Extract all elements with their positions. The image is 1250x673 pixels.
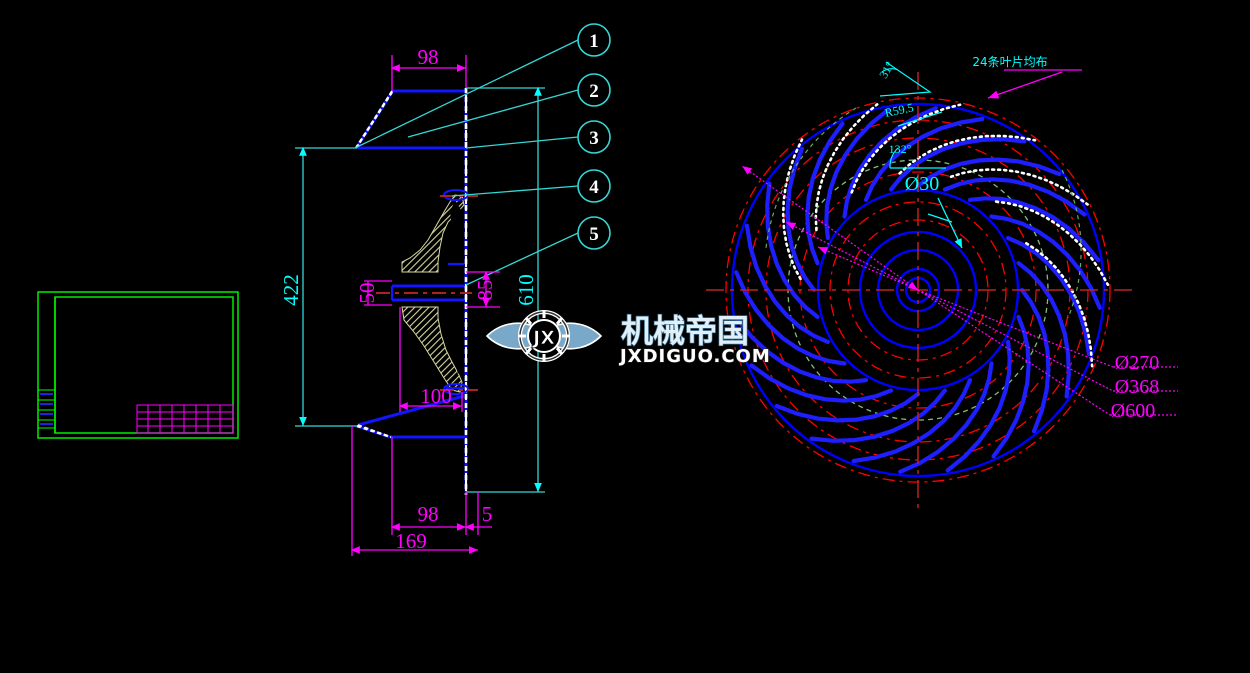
section-hatched-solid-upper: [401, 194, 465, 273]
balloon-callout-3[interactable]: 3: [577, 120, 611, 154]
blade-outline-dotted: [814, 103, 879, 232]
dim-hub-85: 85: [473, 280, 497, 301]
dim-angle-31: 31°: [876, 59, 897, 81]
impeller-blade: [851, 378, 973, 464]
blade-outline-dotted: [949, 168, 1089, 206]
dim-diameter-600: Ø600: [1111, 400, 1155, 422]
dim-width-100: 100: [420, 384, 452, 408]
dim-height-422: 422: [279, 274, 303, 306]
balloon-leader-lines: [354, 39, 579, 286]
balloon-callout-5[interactable]: 5: [577, 216, 611, 250]
plan-centerlines: [706, 72, 1135, 512]
impeller-blade: [765, 181, 820, 319]
dim-610-lines: [466, 86, 545, 493]
section-dimension-texts: 98 422 610 50 85 100 98 5 169: [279, 45, 538, 553]
balloon-callout-4[interactable]: 4: [577, 169, 611, 203]
balloon-number: 2: [589, 81, 599, 102]
plan-green-arcs: [765, 107, 1082, 319]
note-blade-count: 24条叶片均布: [972, 55, 1047, 69]
dim-overall-610: 610: [514, 274, 538, 306]
balloon-circle: [577, 23, 611, 57]
title-block-table: [136, 404, 234, 434]
impeller-blade: [898, 361, 994, 474]
balloon-number: 5: [589, 224, 599, 245]
impeller-blade: [863, 116, 985, 202]
blade-outline-dotted: [994, 200, 1110, 287]
dim-blade-radius: R59.5: [884, 100, 915, 120]
balloon-circle: [577, 73, 611, 107]
impeller-blade: [842, 106, 938, 219]
impeller-blade: [805, 121, 845, 266]
blade-outline-dotted: [898, 134, 1037, 175]
impeller-blade: [774, 391, 921, 423]
impeller-blade: [1019, 287, 1051, 434]
impeller-blade: [889, 137, 1027, 192]
impeller-blade: [991, 314, 1031, 459]
dim-angle-132: 132°: [889, 142, 912, 156]
impeller-blade: [744, 223, 830, 345]
balloon-callout-2[interactable]: 2: [577, 73, 611, 107]
impeller-blade: [1006, 235, 1092, 357]
balloon-number: 4: [589, 177, 599, 198]
d30-leader: [927, 197, 963, 249]
dim-diameter-270: Ø270: [1115, 352, 1159, 374]
dim-gap-5: 5: [482, 502, 493, 526]
balloon-callout-1[interactable]: 1: [577, 23, 611, 57]
dim-magenta-lines: [350, 55, 500, 556]
impeller-blade: [967, 196, 1101, 263]
impeller-blade: [809, 388, 947, 443]
dim-diameter-368: Ø368: [1115, 376, 1159, 398]
impeller-blade: [915, 157, 1062, 189]
impeller-blade: [749, 363, 894, 403]
sheet-left-strip: [38, 389, 55, 429]
dim-bottom-98: 98: [418, 502, 439, 526]
balloon-number: 1: [589, 31, 599, 52]
balloon-number: 3: [589, 128, 599, 149]
impeller-blade: [734, 270, 847, 366]
blade-outline-dotted: [850, 103, 962, 194]
balloon-circle: [577, 216, 611, 250]
diameter-leader-lines: [741, 165, 1178, 416]
plan-construction-lines: [879, 61, 946, 169]
dim-422-lines: [295, 146, 357, 427]
impeller-blade: [942, 177, 1087, 217]
impeller-blade: [735, 317, 869, 384]
section-left-chamfer: [354, 91, 394, 439]
impeller-blade: [824, 107, 891, 241]
balloon-circle: [577, 120, 611, 154]
impeller-blade: [989, 214, 1102, 310]
blade-outline-dotted: [781, 138, 804, 281]
dim-bore-50: 50: [355, 283, 379, 304]
blade-note-leader: [987, 69, 1082, 99]
balloon-circle: [577, 169, 611, 203]
dim-top-98: 98: [418, 45, 439, 69]
dim-hole-d30: Ø30: [905, 173, 939, 195]
impeller-blade: [945, 339, 1012, 473]
dim-total-169: 169: [395, 529, 427, 553]
balloon-callouts[interactable]: 1 2 3 4 5: [577, 23, 611, 250]
sheet-left-strip-blue: [40, 393, 53, 425]
